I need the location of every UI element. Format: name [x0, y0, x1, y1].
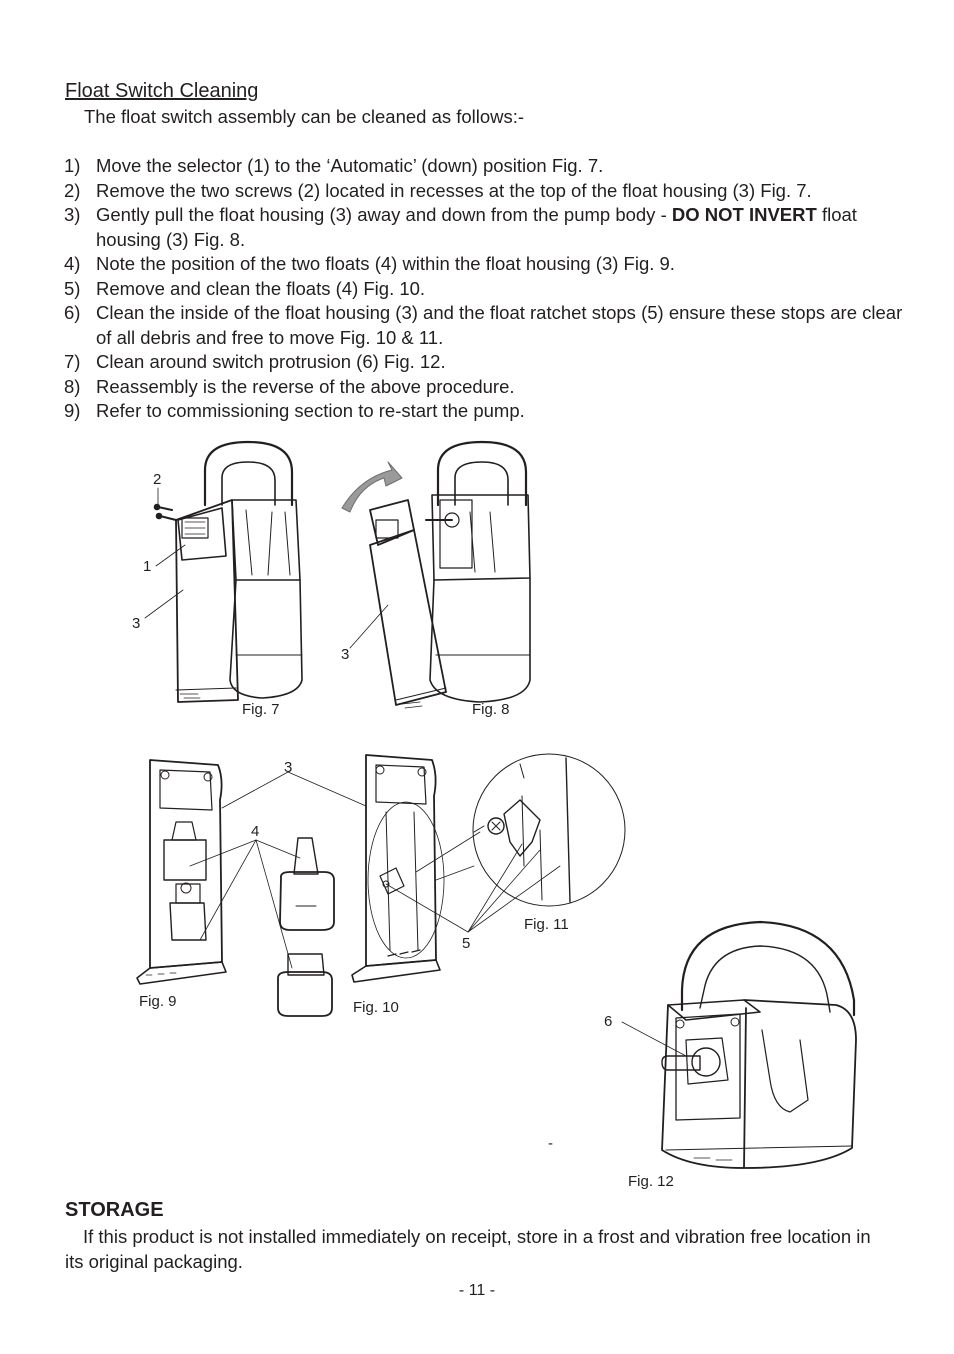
- fig7-caption: Fig. 7: [242, 701, 280, 718]
- callout-screws: 2: [153, 471, 161, 488]
- step-item: 1) Move the selector (1) to the ‘Automati…: [64, 154, 904, 179]
- fig8-pump-drawing: [341, 440, 531, 709]
- step-number: 1): [64, 155, 81, 176]
- step-item: 7) Clean around switch protrusion (6) Fig…: [64, 350, 904, 375]
- fig11-detail-drawing: [472, 753, 626, 907]
- step-text: Move the selector (1) to the ‘Automatic’…: [96, 155, 604, 176]
- step-item: 8) Reassembly is the reverse of the above…: [64, 375, 904, 400]
- step-item: 5) Remove and clean the floats (4) Fig. 1…: [64, 277, 904, 302]
- fig7-pump-drawing: [144, 440, 303, 703]
- fig11-caption: Fig. 11: [524, 916, 569, 933]
- storage-heading: STORAGE: [65, 1199, 164, 1221]
- storage-text: If this product is not installed immedia…: [65, 1226, 871, 1272]
- callout-housing-fig8: 3: [341, 646, 349, 663]
- section-heading: Float Switch Cleaning: [65, 80, 259, 102]
- step-number: 3): [64, 204, 81, 225]
- step-number: 8): [64, 375, 81, 397]
- fig12-pump-drawing: [621, 920, 857, 1169]
- step-item: 3) Gently pull the float housing (3) away…: [64, 203, 904, 252]
- step-text: Reassembly is the reverse of the above p…: [96, 375, 515, 397]
- callout-housing-fig7: 3: [132, 615, 140, 632]
- step-item: 9) Refer to commissioning section to re-s…: [64, 399, 904, 424]
- stray-mark: -: [548, 1135, 553, 1152]
- step-list: 1) Move the selector (1) to the ‘Automati…: [64, 154, 904, 424]
- callout-ratchet-stops: 5: [462, 935, 470, 952]
- step-number: 6): [64, 302, 81, 323]
- fig8-caption: Fig. 8: [472, 701, 510, 718]
- step-text: Clean the inside of the float housing (3…: [96, 302, 903, 348]
- page-number: - 11 -: [458, 1282, 496, 1299]
- step-text-continued: float housing (3) Fig. 8.: [96, 204, 857, 250]
- callout-switch-protrusion: 6: [604, 1013, 612, 1030]
- step-text: Note the position of the two floats (4) …: [96, 253, 675, 274]
- step-number: 7): [64, 351, 81, 372]
- callout-selector: 1: [143, 558, 151, 575]
- step-warning: DO NOT INVERT: [671, 204, 817, 225]
- step-item: 2) Remove the two screws (2) located in r…: [64, 179, 904, 204]
- step-item: 4) Note the position of the two floats (4…: [64, 252, 904, 277]
- step-number: 4): [64, 253, 81, 274]
- fig9-housing-drawing: [136, 759, 227, 985]
- step-text: Remove and clean the floats (4) Fig. 10.: [96, 277, 426, 299]
- step-text: Refer to commissioning section to re-sta…: [96, 400, 525, 421]
- section-intro: The float switch assembly can be cleaned…: [84, 106, 525, 127]
- fig12-caption: Fig. 12: [628, 1173, 674, 1190]
- step-item: 6) Clean the inside of the float housing …: [64, 301, 904, 350]
- callout-housing: 3: [284, 759, 292, 776]
- fig10-floats-drawing: [277, 754, 445, 1017]
- step-text: Clean around switch protrusion (6) Fig. …: [96, 351, 446, 372]
- fig9-caption: Fig. 9: [139, 993, 177, 1010]
- callout-floats: 4: [251, 823, 259, 840]
- step-number: 5): [64, 277, 81, 299]
- fig10-caption: Fig. 10: [353, 999, 399, 1016]
- step-text: Gently pull the float housing (3) away a…: [96, 204, 672, 225]
- step-number: 9): [64, 400, 81, 421]
- step-text: Remove the two screws (2) located in rec…: [96, 179, 812, 201]
- step-number: 2): [64, 179, 81, 201]
